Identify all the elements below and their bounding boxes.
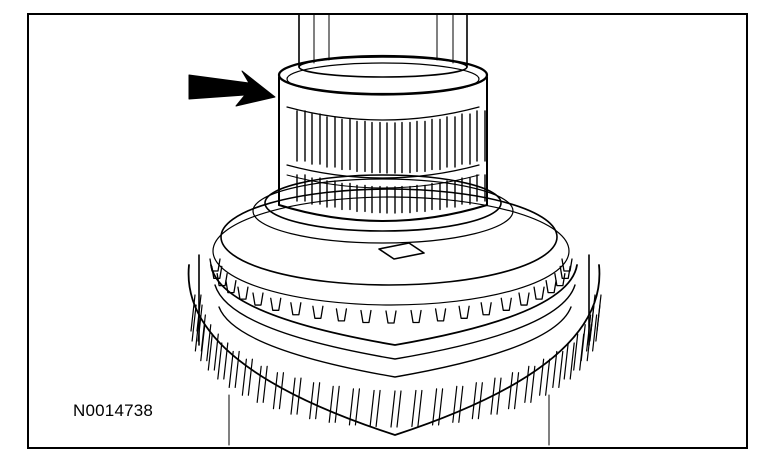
synchronizer-ring (209, 188, 573, 324)
needle-lower (446, 180, 456, 208)
needle-upper (431, 118, 441, 171)
ring-tooth (458, 305, 470, 319)
ring-tooth (554, 273, 566, 287)
needle-upper (356, 120, 366, 173)
gear-tooth (217, 342, 229, 380)
needle-upper (476, 110, 486, 162)
ring-tooth (561, 258, 573, 272)
needle-lower (341, 182, 351, 211)
gear-tooth (390, 390, 402, 428)
ring-tooth (252, 292, 264, 306)
needle-upper (341, 118, 351, 171)
ring-tooth (559, 265, 571, 280)
gear-tooth (431, 388, 444, 426)
synchronizer-teeth (209, 258, 573, 324)
gear-tooth (348, 388, 361, 426)
shaft (298, 15, 468, 78)
gear-tooth (369, 389, 381, 428)
gear-tooth (411, 389, 423, 428)
needle-upper (386, 122, 396, 174)
gear-tooth (452, 385, 464, 423)
ring-tooth (410, 309, 422, 324)
gear-tooth (524, 365, 536, 403)
ring-tooth (360, 309, 372, 324)
needle-upper (446, 116, 456, 168)
needle-lower (326, 180, 336, 208)
gear-tooth (490, 377, 502, 415)
ring-tooth (434, 308, 447, 322)
ring-tooth (518, 292, 530, 306)
gear-tooth (552, 350, 564, 389)
ring-tooth (237, 286, 249, 300)
ring-tooth (385, 310, 397, 324)
gear-tooth (507, 372, 520, 410)
gear-tooth (241, 358, 253, 396)
needle-upper (311, 113, 321, 165)
gear-tooth (471, 382, 483, 420)
gear-teeth (190, 294, 602, 428)
gear-tooth (590, 294, 602, 332)
needle-lower (371, 185, 381, 214)
needle-upper (326, 116, 336, 168)
ring-tooth (290, 302, 302, 316)
gear-tooth (200, 324, 212, 362)
gear-tooth (256, 365, 268, 403)
gear-hub (198, 254, 590, 378)
ring-tooth (480, 302, 492, 316)
needle-lower (401, 185, 411, 214)
needle-lower (386, 186, 396, 214)
gear-tooth (539, 358, 551, 396)
needle-upper (416, 120, 426, 173)
gear-tooth (309, 382, 321, 420)
figure-id-label: N0014738 (73, 401, 154, 420)
ring-tooth (545, 279, 557, 294)
gear-tooth (191, 304, 203, 342)
illustration-frame: N0014738 (27, 13, 748, 449)
gear-tooth (563, 342, 575, 380)
gear-tooth (290, 377, 302, 415)
gear-tooth (272, 372, 285, 410)
needle-lower (431, 182, 441, 211)
gear-tooth (586, 314, 598, 352)
ring-tooth (312, 305, 324, 319)
bearing-needles (296, 110, 486, 214)
main-gear (187, 264, 602, 446)
ring-tooth (270, 297, 282, 311)
thrust-washer (252, 174, 514, 244)
needle-bearing (277, 54, 489, 222)
ring-tooth (335, 308, 348, 322)
needle-upper (371, 121, 381, 174)
ring-tooth (500, 297, 512, 311)
gear-tooth (207, 333, 219, 371)
gear-tooth (328, 385, 340, 423)
needle-upper (401, 121, 411, 174)
ring-tooth (216, 273, 228, 287)
gear-tooth (228, 350, 240, 389)
ring-tooth (533, 286, 545, 300)
arrow-right-icon (188, 70, 276, 107)
needle-upper (461, 113, 471, 165)
transmission-shaft-illustration (187, 15, 602, 446)
needle-upper (296, 110, 306, 162)
